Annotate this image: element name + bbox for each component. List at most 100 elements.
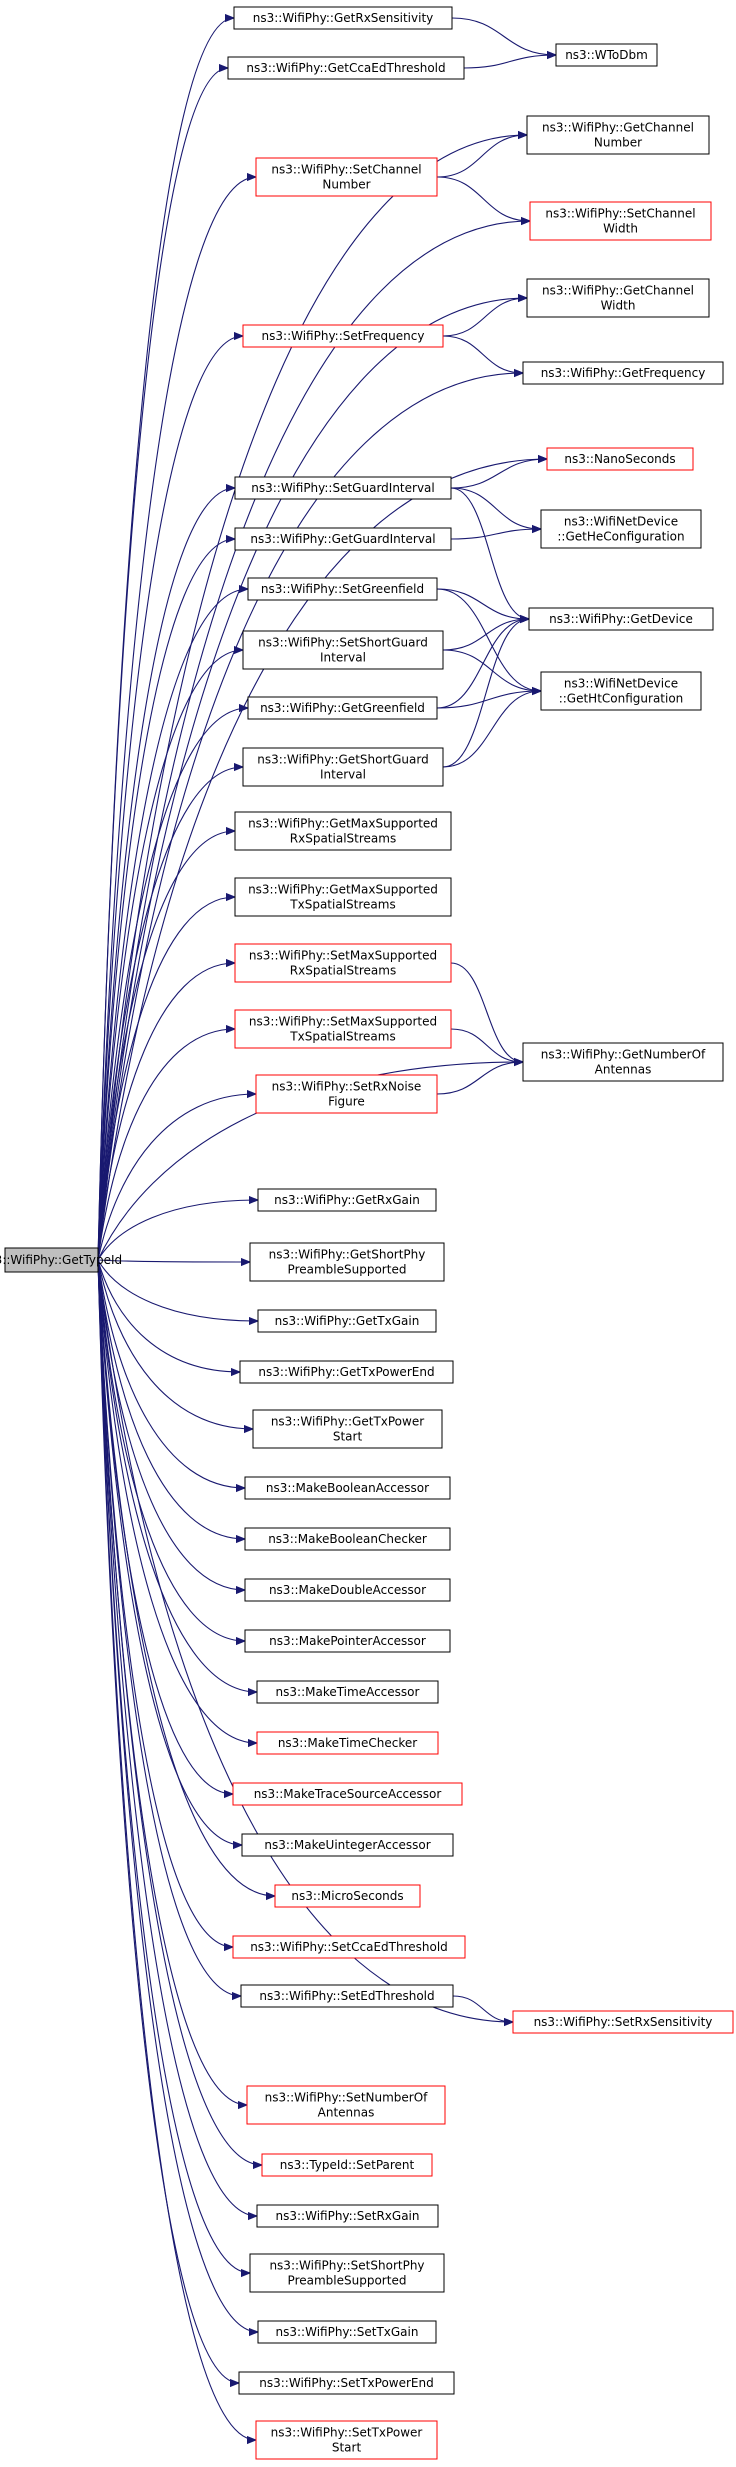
node-label: ns3::WifiPhy::GetFrequency <box>541 366 706 380</box>
node-label: ns3::WifiPhy::SetRxSensitivity <box>534 2015 713 2029</box>
node-getGF[interactable]: ns3::WifiPhy::GetGreenfield <box>247 696 438 720</box>
node-getRxGain[interactable]: ns3::WifiPhy::GetRxGain <box>257 1188 437 1212</box>
node-mkPtrAcc[interactable]: ns3::MakePointerAccessor <box>244 1629 451 1653</box>
node-box <box>247 696 438 720</box>
node-setFreq[interactable]: ns3::WifiPhy::SetFrequency <box>242 324 444 348</box>
node-getSPS[interactable]: ns3::WifiPhy::GetShortPhyPreambleSupport… <box>249 1242 445 1282</box>
edge-root-to-setTxPS <box>97 1259 256 2440</box>
edge-getSGI-to-getHtConf <box>442 691 541 768</box>
node-box <box>227 56 465 80</box>
node-label: ns3::WifiPhy::SetShortPhy <box>269 2259 424 2273</box>
node-box <box>241 1833 454 1857</box>
node-getRxSens[interactable]: ns3::WifiPhy::GetRxSensitivity <box>233 6 453 30</box>
node-label: ns3::MakeUintegerAccessor <box>264 1838 430 1852</box>
node-setRxSens[interactable]: ns3::WifiPhy::SetRxSensitivity <box>512 2010 734 2034</box>
edge-setEd-to-setRxSens <box>452 1995 513 2022</box>
node-setCcaEd[interactable]: ns3::WifiPhy::SetCcaEdThreshold <box>232 1935 466 1959</box>
node-mkDblAcc[interactable]: ns3::MakeDoubleAccessor <box>244 1578 451 1602</box>
node-setMaxTx[interactable]: ns3::WifiPhy::SetMaxSupportedTxSpatialSt… <box>234 1009 452 1049</box>
edge-root-to-setFreq <box>97 336 243 1261</box>
node-getCcaEd[interactable]: ns3::WifiPhy::GetCcaEdThreshold <box>227 56 465 80</box>
node-label: ns3::MakeBooleanChecker <box>268 1532 427 1546</box>
node-getTxPE[interactable]: ns3::WifiPhy::GetTxPowerEnd <box>239 1360 454 1384</box>
node-box <box>247 577 438 601</box>
node-getTxGain[interactable]: ns3::WifiPhy::GetTxGain <box>257 1309 437 1333</box>
edge-root-to-mkDblAcc <box>97 1259 245 1590</box>
edge-root-to-getNumAnt <box>97 1062 523 1261</box>
node-getGI[interactable]: ns3::WifiPhy::GetGuardInterval <box>234 527 452 551</box>
edge-getCcaEd-to-wtodbm <box>463 55 556 69</box>
node-label: Width <box>603 222 638 236</box>
node-box <box>249 1242 445 1282</box>
node-box <box>242 324 444 348</box>
node-getDevice[interactable]: ns3::WifiPhy::GetDevice <box>528 607 714 631</box>
node-box <box>257 2320 437 2344</box>
node-getMaxTx[interactable]: ns3::WifiPhy::GetMaxSupportedTxSpatialSt… <box>234 877 452 917</box>
node-label: ns3::WifiPhy::GetCcaEdThreshold <box>246 61 445 75</box>
node-box <box>274 1884 421 1908</box>
node-setParent[interactable]: ns3::TypeId::SetParent <box>261 2153 433 2177</box>
node-setTxPE[interactable]: ns3::WifiPhy::SetTxPowerEnd <box>238 2371 455 2395</box>
edge-root-to-getCcaEd <box>97 68 228 1261</box>
node-label: ns3::WifiPhy::GetChannel <box>542 121 694 135</box>
node-mkUintAcc[interactable]: ns3::MakeUintegerAccessor <box>241 1833 454 1857</box>
node-label: ns3::MakeTimeAccessor <box>276 1685 420 1699</box>
node-setGI[interactable]: ns3::WifiPhy::SetGuardInterval <box>234 476 452 500</box>
node-box <box>255 157 438 197</box>
node-root[interactable]: ns3::WifiPhy::GetTypeId <box>0 1247 122 1273</box>
node-box <box>238 2371 455 2395</box>
edge-root-to-setRxGain <box>97 1259 257 2216</box>
node-getMaxRx[interactable]: ns3::WifiPhy::GetMaxSupportedRxSpatialSt… <box>234 811 452 851</box>
node-label: Width <box>601 299 636 313</box>
node-setRxGain[interactable]: ns3::WifiPhy::SetRxGain <box>256 2204 439 2228</box>
node-mkBoolChk[interactable]: ns3::MakeBooleanChecker <box>244 1527 451 1551</box>
node-setSPS[interactable]: ns3::WifiPhy::SetShortPhyPreambleSupport… <box>249 2253 445 2293</box>
edge-root-to-setRxNoise <box>97 1094 256 1261</box>
call-edges <box>97 18 556 2440</box>
edge-setGF-to-getDevice <box>436 588 529 619</box>
edge-root-to-getGF <box>97 708 248 1261</box>
node-label: ns3::MicroSeconds <box>291 1889 403 1903</box>
node-mkTraceAcc[interactable]: ns3::MakeTraceSourceAccessor <box>232 1782 463 1806</box>
node-label: ns3::WifiPhy::SetGreenfield <box>261 582 424 596</box>
node-box <box>255 1074 438 1114</box>
node-setTxGain[interactable]: ns3::WifiPhy::SetTxGain <box>257 2320 437 2344</box>
node-setEd[interactable]: ns3::WifiPhy::SetEdThreshold <box>240 1984 454 2008</box>
node-mkBoolAcc[interactable]: ns3::MakeBooleanAccessor <box>244 1476 451 1500</box>
node-setGF[interactable]: ns3::WifiPhy::SetGreenfield <box>247 577 438 601</box>
node-label: Start <box>333 1430 363 1444</box>
edge-root-to-getTxPS <box>97 1259 253 1429</box>
node-box <box>522 1042 724 1082</box>
edge-setSGI-to-getHtConf <box>442 649 541 691</box>
edge-getSGI-to-getDevice <box>442 619 529 768</box>
node-mkTimeChk[interactable]: ns3::MakeTimeChecker <box>256 1731 439 1755</box>
edge-root-to-mkBoolChk <box>97 1259 245 1539</box>
edge-setRxNoise-to-getNumAnt <box>436 1062 523 1095</box>
node-getHeConf[interactable]: ns3::WifiNetDevice::GetHeConfiguration <box>540 509 702 549</box>
node-mkTimeAcc[interactable]: ns3::MakeTimeAccessor <box>256 1680 439 1704</box>
node-nanosec[interactable]: ns3::NanoSeconds <box>546 447 694 471</box>
node-box <box>234 527 452 551</box>
edge-root-to-microsec <box>97 1259 275 1896</box>
node-setMaxRx[interactable]: ns3::WifiPhy::SetMaxSupportedRxSpatialSt… <box>234 943 452 983</box>
node-getHtConf[interactable]: ns3::WifiNetDevice::GetHtConfiguration <box>540 671 702 711</box>
edge-root-to-setMaxRx <box>97 963 235 1261</box>
node-getFreq[interactable]: ns3::WifiPhy::GetFrequency <box>522 361 724 385</box>
node-label: ns3::WifiPhy::SetMaxSupported <box>249 949 437 963</box>
node-wtodbm[interactable]: ns3::WToDbm <box>555 43 658 67</box>
node-box <box>234 1009 452 1049</box>
node-microsec[interactable]: ns3::MicroSeconds <box>274 1884 421 1908</box>
node-label: PreambleSupported <box>288 1263 407 1277</box>
node-label: ns3::MakeBooleanAccessor <box>266 1481 429 1495</box>
